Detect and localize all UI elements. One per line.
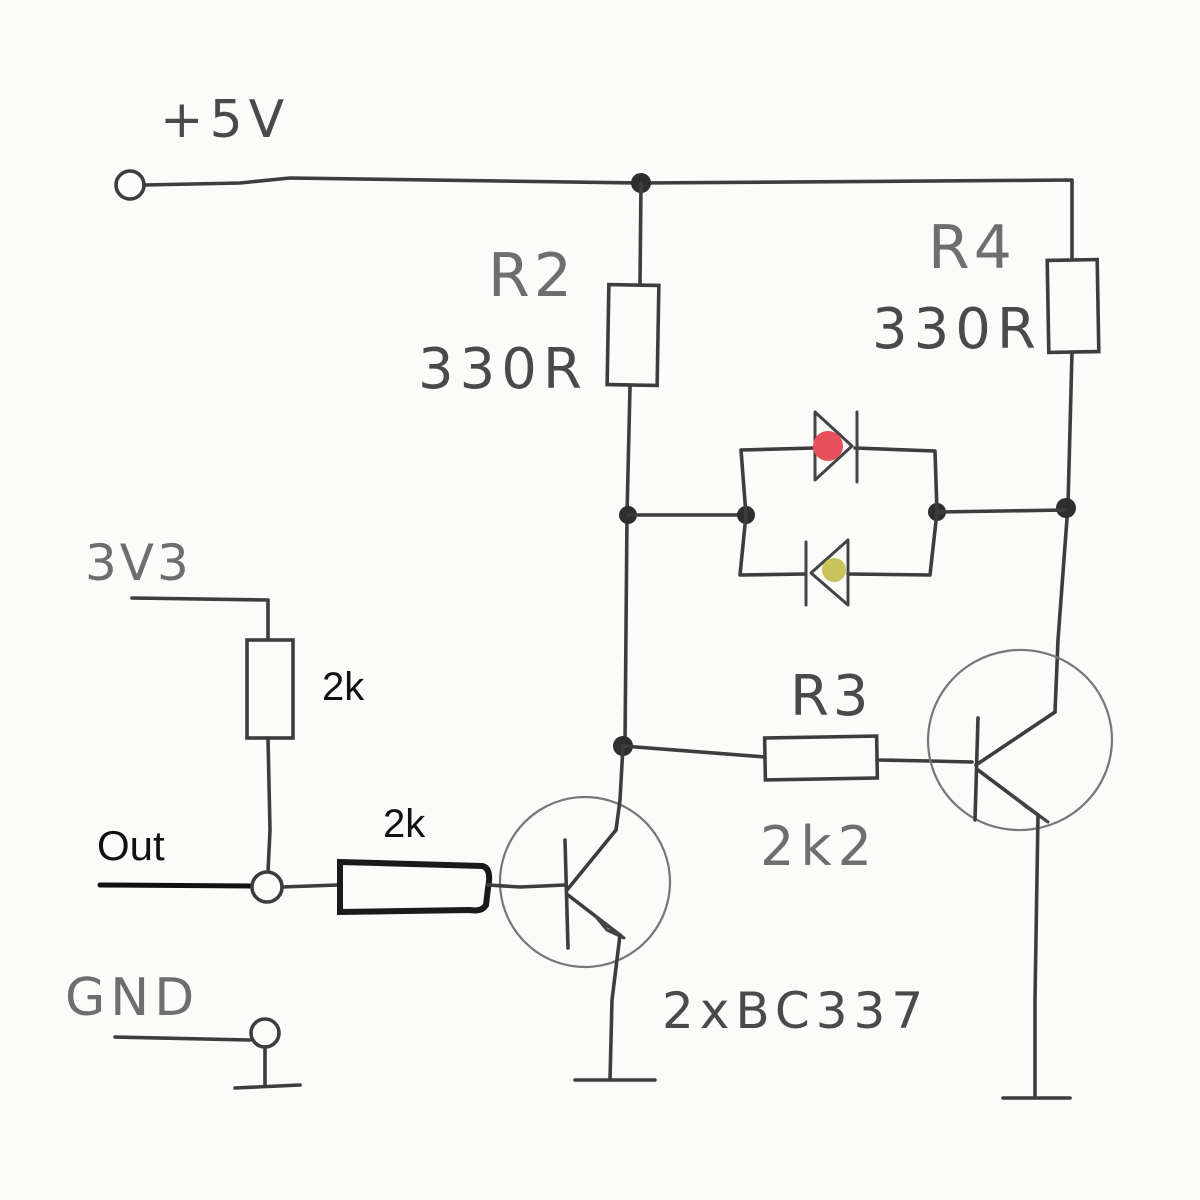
- logic-supply-branch: [130, 596, 295, 874]
- led-yellow: [804, 538, 850, 607]
- led-red-dot: [813, 431, 843, 461]
- logic-supply-label: 3V3: [85, 534, 192, 592]
- transistor-left: [498, 744, 672, 1082]
- base-resistor-value-label: 2k: [383, 802, 426, 846]
- pullup-value-label: 2k: [322, 665, 365, 709]
- resistor-r2: [605, 282, 661, 388]
- led-yellow-dot: [822, 558, 846, 582]
- resistor-pullup: [245, 638, 295, 740]
- led-red: [813, 410, 859, 484]
- ground-terminal: [249, 1017, 281, 1049]
- resistor-base: [337, 858, 493, 916]
- resistor-r3: [762, 734, 880, 782]
- r3-value-label: 2k2: [760, 815, 878, 878]
- supply-rail: [114, 169, 1074, 262]
- out-terminal: [250, 870, 284, 904]
- ground-label: GND: [65, 968, 199, 1028]
- r4-name-label: R4: [928, 213, 1016, 283]
- out-label: Out: [97, 822, 165, 869]
- transistor-type-label: 2xBC337: [662, 982, 929, 1040]
- junction-right-led: [1056, 498, 1076, 518]
- resistor-r4: [1045, 257, 1101, 355]
- r4-value-label: 330R: [872, 297, 1042, 362]
- led-pair: [626, 410, 1068, 607]
- supply-label: +5V: [160, 90, 290, 150]
- r2-value-label: 330R: [418, 337, 588, 402]
- ground-branch: [113, 1017, 302, 1090]
- supply-terminal: [114, 169, 146, 201]
- r3-name-label: R3: [790, 664, 873, 729]
- out-branch: [97, 858, 567, 916]
- r2-name-label: R2: [488, 241, 576, 311]
- transistor-right: [926, 648, 1114, 1100]
